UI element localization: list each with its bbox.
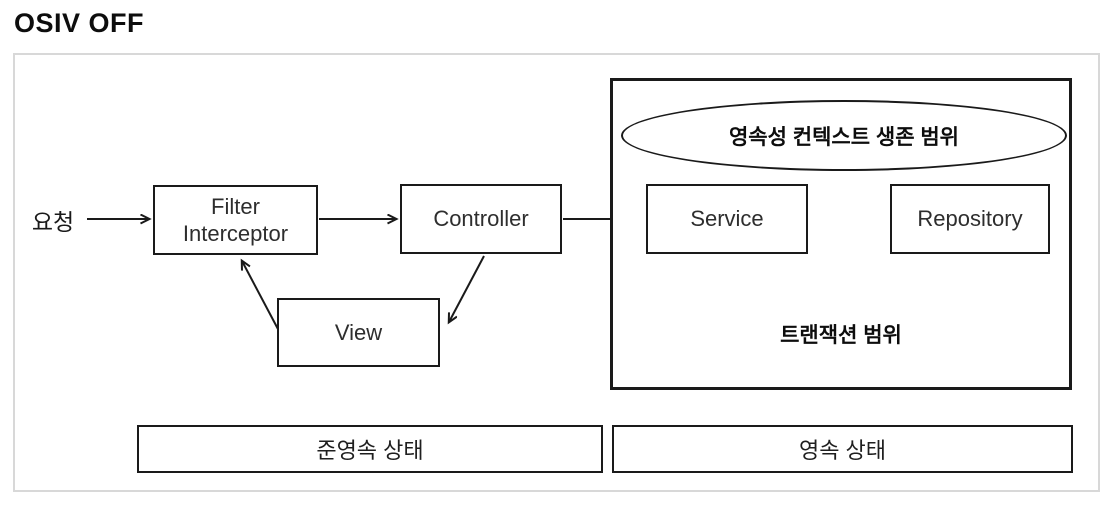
node-controller: Controller <box>400 184 562 254</box>
persistent-state-box: 영속 상태 <box>612 425 1073 473</box>
node-filter-interceptor: Filter Interceptor <box>153 185 318 255</box>
persistence-context-scope-ellipse: 영속성 컨텍스트 생존 범위 <box>621 100 1067 171</box>
transaction-scope-label: 트랜잭션 범위 <box>780 324 902 347</box>
node-repository: Repository <box>890 184 1050 254</box>
node-view: View <box>277 298 440 367</box>
detached-state-box: 준영속 상태 <box>137 425 603 473</box>
request-label: 요청 <box>31 209 75 235</box>
node-service: Service <box>646 184 808 254</box>
page-title: OSIV OFF <box>14 8 145 38</box>
